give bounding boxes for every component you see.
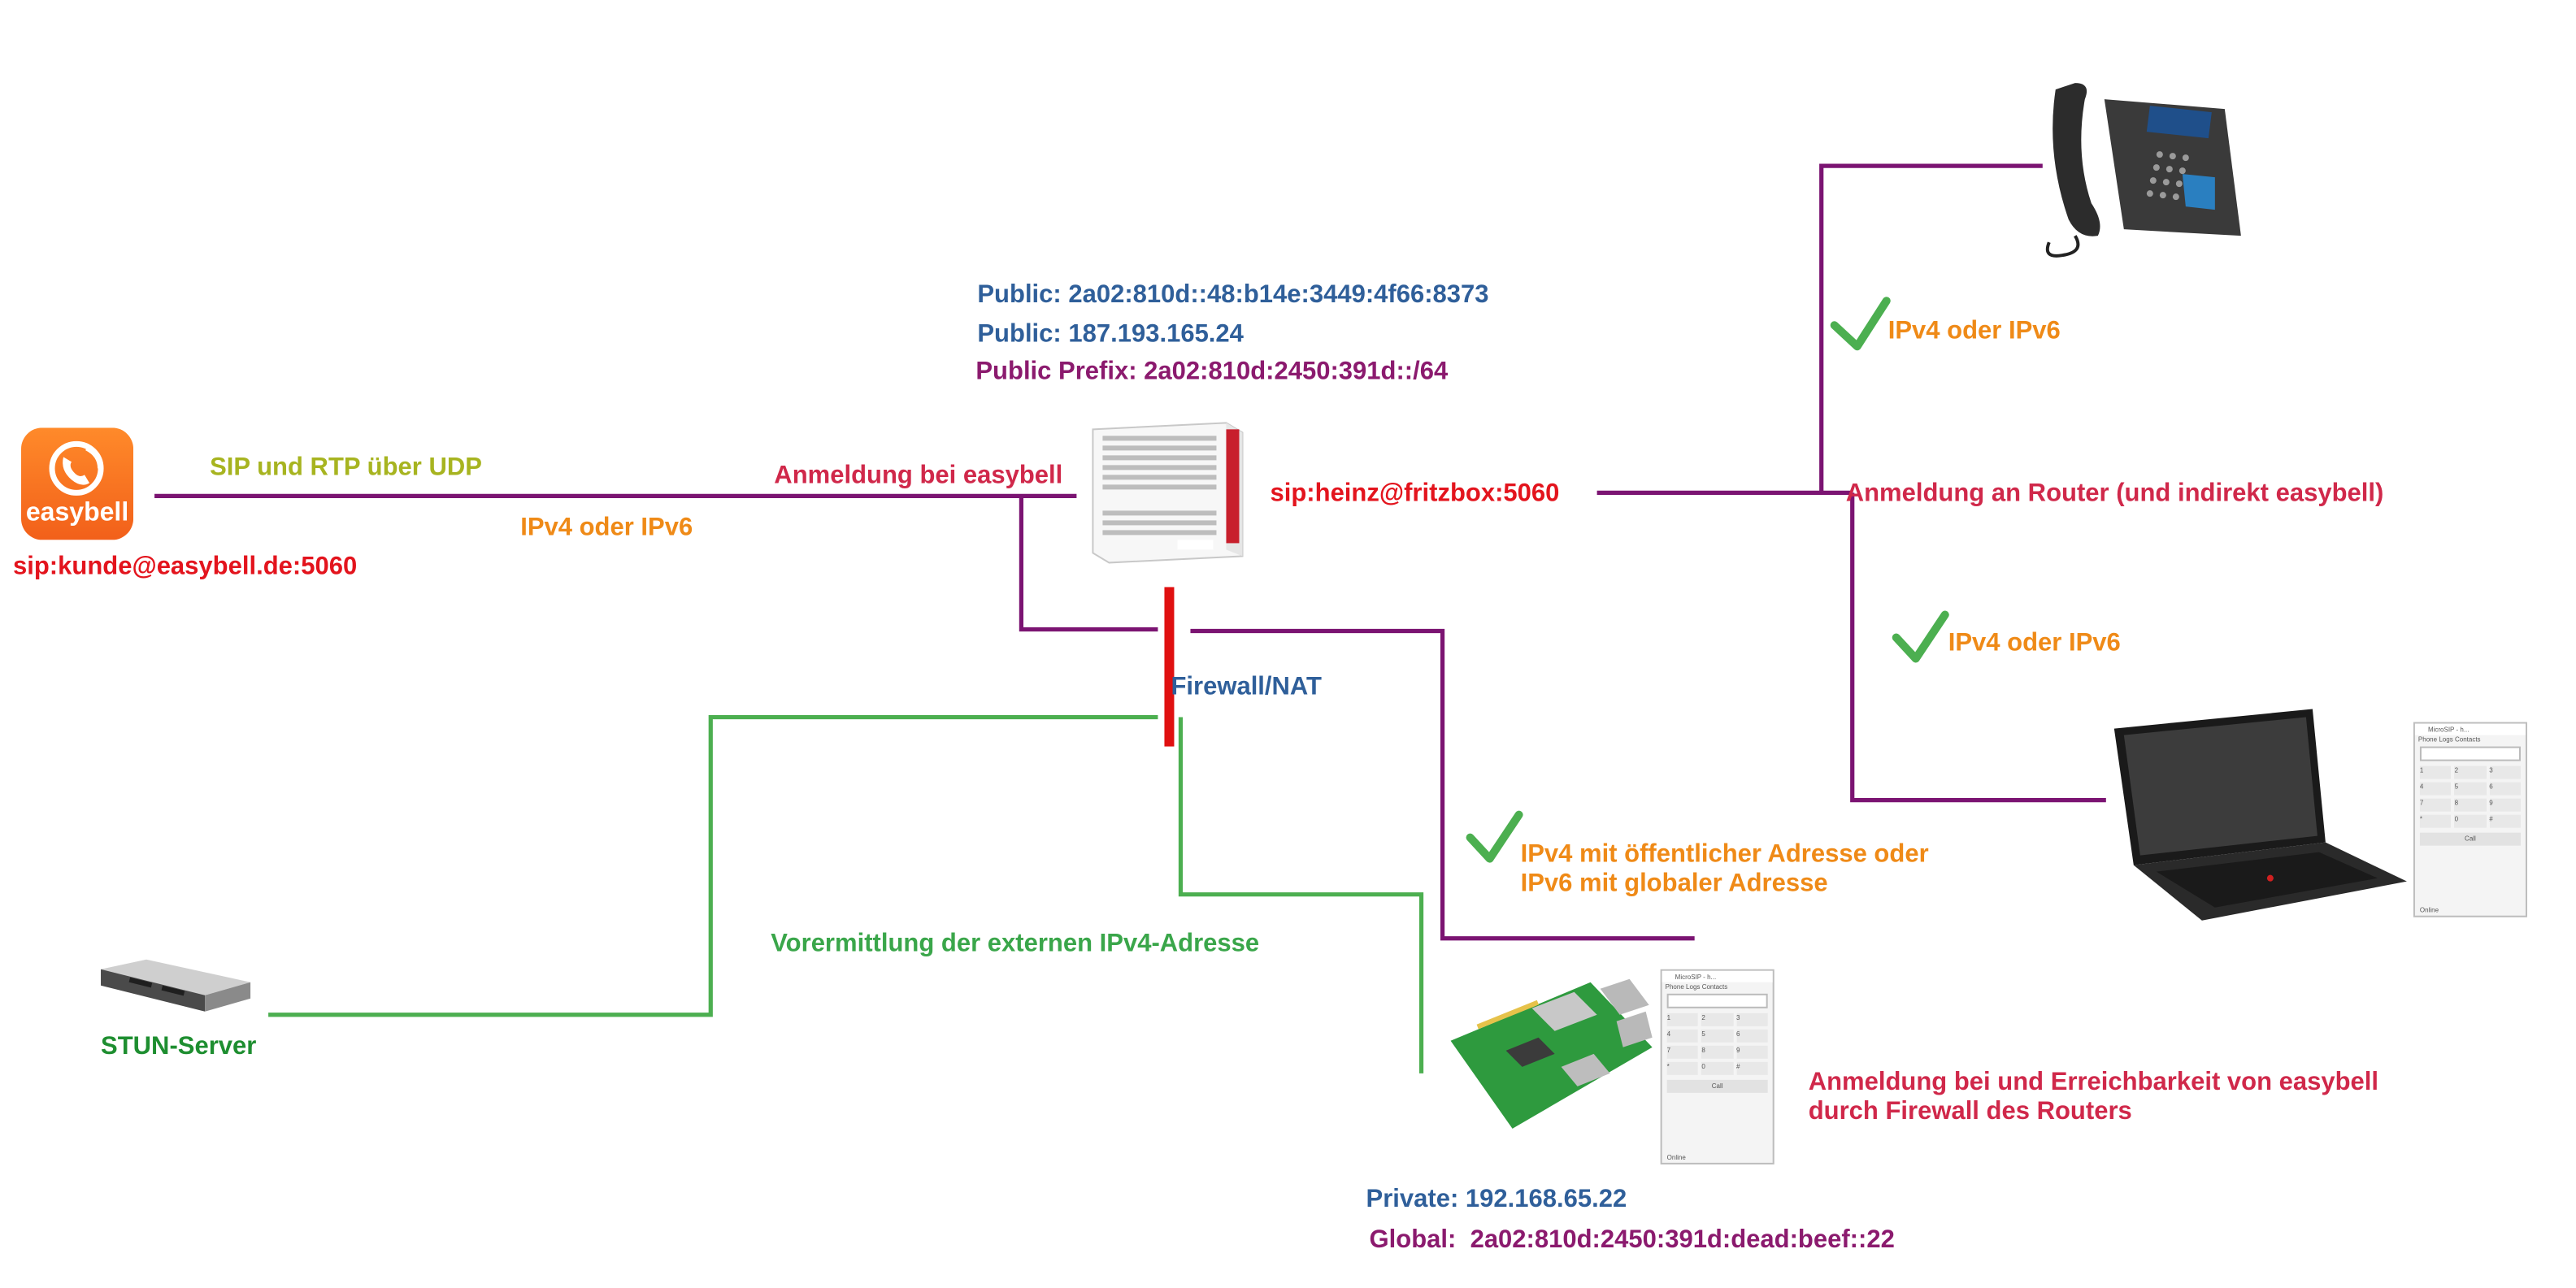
pi-registration-line2: durch Firewall des Routers <box>1808 1097 2132 1125</box>
router-fritzbox <box>1086 419 1245 566</box>
key[interactable]: 8 <box>2454 798 2487 812</box>
key[interactable]: 0 <box>1701 1061 1733 1075</box>
router-registration-label: Anmeldung bei easybell <box>774 462 1063 490</box>
key[interactable]: 5 <box>2454 782 2487 796</box>
pi-private-address: Private: 192.168.65.22 <box>1366 1185 1627 1213</box>
key[interactable]: 6 <box>1735 1029 1768 1043</box>
softphone-input[interactable] <box>2419 746 2521 761</box>
tab-contacts[interactable]: Contacts <box>1701 982 1728 991</box>
key[interactable]: 3 <box>2489 765 2521 779</box>
key[interactable]: 6 <box>2489 782 2521 796</box>
phone-protocol-label: IPv4 oder IPv6 <box>1887 317 2061 345</box>
softphone-tabs: Phone Logs Contacts <box>1662 982 1773 992</box>
laptop-registration-label: Anmeldung an Router (und indirekt easybe… <box>1845 479 2384 508</box>
key[interactable]: 9 <box>2489 798 2521 812</box>
laptop-protocol-label: IPv4 oder IPv6 <box>1948 629 2121 657</box>
desk-phone <box>2043 73 2244 260</box>
key[interactable]: 2 <box>2454 765 2487 779</box>
key[interactable]: 9 <box>1735 1045 1768 1059</box>
easybell-logo: easybell <box>21 427 134 540</box>
key[interactable]: 0 <box>2454 814 2487 828</box>
key[interactable]: # <box>2489 814 2521 828</box>
stun-lookup-label: Vorermittlung der externen IPv4-Adresse <box>771 930 1260 958</box>
link-label-protocol-provider: IPv4 oder IPv6 <box>520 514 693 542</box>
check-icon-phone <box>1830 297 1891 351</box>
pi-registration-line1: Anmeldung bei und Erreichbarkeit von eas… <box>1808 1068 2379 1096</box>
softphone-input[interactable] <box>1666 993 1768 1008</box>
key[interactable]: # <box>1735 1061 1768 1075</box>
key[interactable]: 5 <box>1701 1029 1733 1043</box>
router-public-prefix: Public Prefix: 2a02:810d:2450:391d::/64 <box>975 358 1449 386</box>
softphone-keypad: 1 2 3 4 5 6 7 8 9 * 0 # <box>2419 765 2521 828</box>
key[interactable]: 7 <box>1666 1045 1699 1059</box>
stun-server <box>98 956 252 1015</box>
check-icon-laptop <box>1892 610 1949 663</box>
link-stun <box>268 714 1158 1017</box>
tab-phone[interactable]: Phone <box>1665 982 1684 991</box>
tab-logs[interactable]: Logs <box>2439 735 2453 744</box>
laptop <box>2108 706 2410 934</box>
pi-global-address: Global: 2a02:810d:2450:391d:dead:beef::2… <box>1369 1225 1895 1254</box>
key[interactable]: 4 <box>2419 782 2452 796</box>
softphone-window-pi: MicroSIP - h... Phone Logs Contacts 1 2 … <box>1660 969 1775 1164</box>
link-pi-stun <box>1178 717 1424 1073</box>
provider-sip-uri: sip:kunde@easybell.de:5060 <box>13 553 358 581</box>
firewall-label: Firewall/NAT <box>1171 673 1322 701</box>
stun-server-label: STUN-Server <box>101 1032 257 1060</box>
check-icon-pi <box>1466 810 1523 863</box>
tab-phone[interactable]: Phone <box>2417 735 2438 744</box>
key[interactable]: 4 <box>1666 1029 1699 1043</box>
tab-contacts[interactable]: Contacts <box>2454 735 2481 744</box>
softphone-call-button[interactable]: Call <box>1666 1079 1768 1093</box>
link-router-laptop <box>1850 492 2106 803</box>
key[interactable]: 3 <box>1735 1013 1768 1026</box>
key[interactable]: * <box>1666 1061 1699 1075</box>
firewall-bar <box>1164 587 1175 747</box>
tab-logs[interactable]: Logs <box>1686 982 1701 991</box>
link-router-loop <box>1019 496 1158 632</box>
pi-protocol-line2: IPv6 mit globaler Adresse <box>1520 870 1828 898</box>
softphone-window-laptop: MicroSIP - h... Phone Logs Contacts 1 2 … <box>2413 722 2527 917</box>
softphone-call-button[interactable]: Call <box>2419 832 2521 846</box>
raspberry-pi <box>1448 976 1656 1135</box>
softphone-title: MicroSIP - h... <box>2414 723 2526 735</box>
router-public-ipv4: Public: 187.193.165.24 <box>977 320 1244 349</box>
key[interactable]: * <box>2419 814 2452 828</box>
router-sip-uri: sip:heinz@fritzbox:5060 <box>1270 479 1560 508</box>
link-router-pi <box>1190 628 1695 941</box>
key[interactable]: 1 <box>1666 1013 1699 1026</box>
link-router-phone <box>1819 163 2043 493</box>
link-label-sip-rtp: SIP und RTP über UDP <box>210 453 482 482</box>
softphone-title: MicroSIP - h... <box>1662 970 1773 982</box>
softphone-tabs: Phone Logs Contacts <box>2415 735 2526 745</box>
router-public-ipv6: Public: 2a02:810d::48:b14e:3449:4f66:837… <box>977 281 1489 310</box>
key[interactable]: 8 <box>1701 1045 1733 1059</box>
pi-protocol-line1: IPv4 mit öffentlicher Adresse oder <box>1520 840 1929 869</box>
key[interactable]: 1 <box>2419 765 2452 779</box>
key[interactable]: 2 <box>1701 1013 1733 1026</box>
easybell-logo-text: easybell <box>25 499 129 527</box>
softphone-keypad: 1 2 3 4 5 6 7 8 9 * 0 # <box>1666 1013 1768 1075</box>
softphone-status: Online <box>1666 1152 1686 1161</box>
softphone-status: Online <box>2419 905 2439 914</box>
key[interactable]: 7 <box>2419 798 2452 812</box>
